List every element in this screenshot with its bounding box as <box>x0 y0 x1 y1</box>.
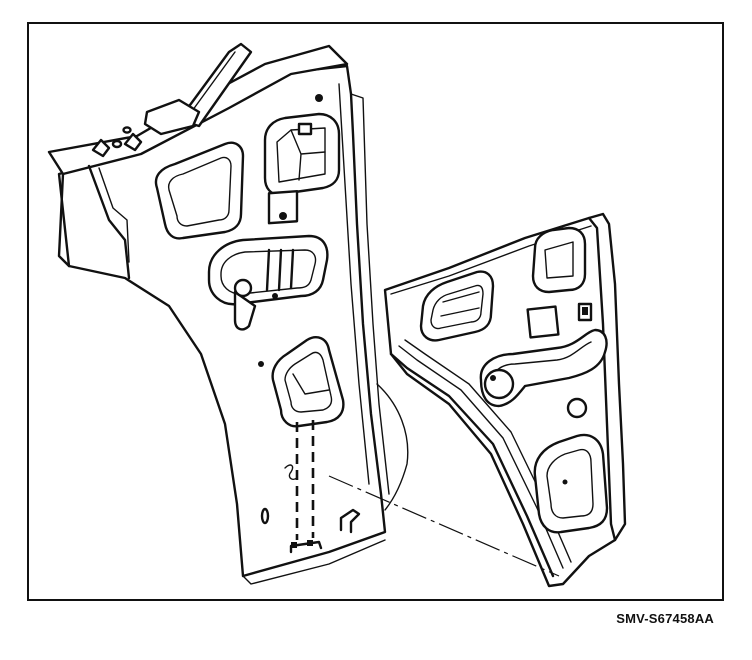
opening-upper-right-slot <box>297 122 313 136</box>
alignment-centerline <box>328 475 560 577</box>
locator-pin <box>284 464 298 481</box>
square-plate-hole <box>279 212 287 220</box>
cowl-rail-front <box>57 172 71 268</box>
reinforcement-channel-boss <box>483 368 515 400</box>
bracket-block <box>143 98 201 136</box>
rail-tab-mid <box>123 132 143 152</box>
opening-lower-inner <box>284 351 333 413</box>
inner-panel-openings <box>154 112 361 554</box>
oblong-hook <box>233 278 253 298</box>
oblong-tab-hanging <box>233 290 257 331</box>
reinforcement-opening-upper-left-inner <box>430 284 484 330</box>
reinforcement-flange-outer <box>389 352 555 578</box>
reinforcement-small-tab-dark <box>582 307 588 315</box>
figure-code-label: SMV-S67458AA <box>616 611 714 626</box>
mid-small-dot <box>272 293 278 299</box>
oblong-rib-3 <box>289 248 295 290</box>
body-panel-diagram <box>47 42 627 588</box>
reinforcement-pocket-lower-dot <box>562 479 568 485</box>
rail-tab-left <box>91 138 111 158</box>
opening-upper-right-inner <box>276 127 326 183</box>
reinforcement-pocket-lower <box>533 433 609 534</box>
panel-lower-step <box>376 383 409 511</box>
weld-bracket <box>289 540 323 554</box>
cowl-top-rail <box>47 42 349 280</box>
opening-upper-left <box>154 141 245 240</box>
opening-upper-right-depth <box>290 129 326 181</box>
flange-hole-2 <box>122 126 132 134</box>
opening-upper-left-inner <box>167 156 232 227</box>
reinforcement-pocket-upper-right <box>531 226 587 294</box>
flange-hole-1 <box>111 139 123 149</box>
lower-bracket <box>339 508 361 534</box>
panel-bottom-edge <box>242 539 386 585</box>
hinge-strut-edge <box>186 51 236 119</box>
diagram-frame <box>27 22 724 601</box>
reinforcement-round-hole <box>566 397 588 419</box>
panel-slot-lower <box>260 507 270 525</box>
rail-hole-dark <box>315 94 323 102</box>
hinge-strut <box>177 42 253 128</box>
reinforcement-right-flange <box>587 216 617 542</box>
panel-hole-left <box>258 361 264 367</box>
reinforcement-square-plate <box>526 305 560 339</box>
oblong-rib-1 <box>265 248 271 292</box>
opening-lower <box>271 336 345 428</box>
reinforcement-opening-upper-left <box>419 270 495 342</box>
cowl-rail-inner <box>98 167 130 263</box>
inner-body-panel <box>57 64 409 585</box>
reinforcement-channel-boss-hole <box>490 375 496 381</box>
reinforcement-opening-ribs <box>440 291 480 317</box>
opening-mid-oblong-inner <box>220 249 317 295</box>
cowl-rail-box <box>87 164 131 280</box>
reinforcement-panel <box>383 212 627 588</box>
panel-right-flange <box>350 93 390 495</box>
reinforcement-pocket-upper-right-inner <box>544 241 574 279</box>
opening-lower-depth <box>292 373 330 395</box>
reinforcement-pocket-lower-inner <box>546 448 594 519</box>
panel-contour-line <box>338 83 370 485</box>
square-plate <box>267 190 299 225</box>
oblong-rib-2 <box>277 248 283 292</box>
